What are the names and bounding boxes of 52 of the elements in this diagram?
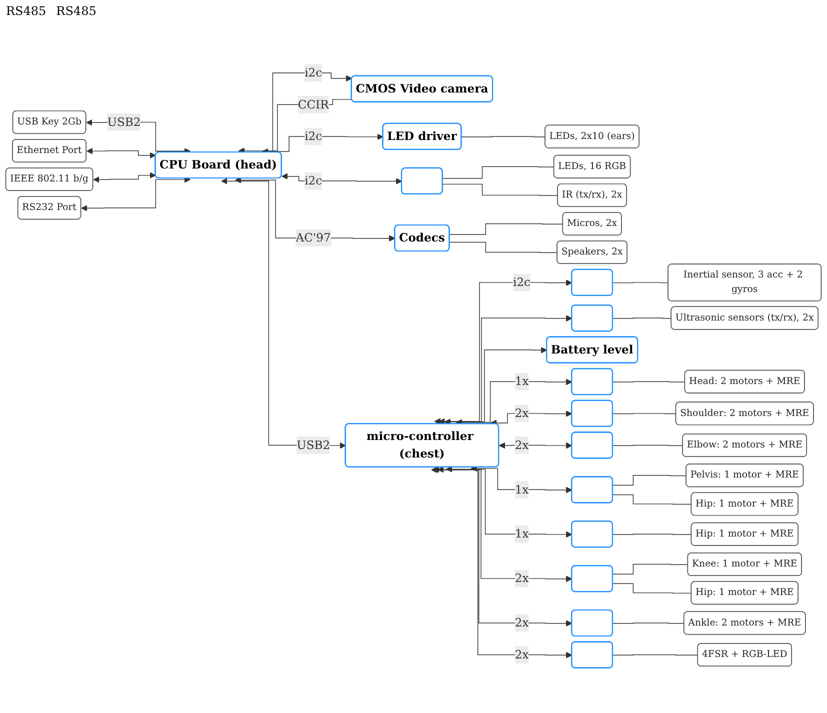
connector [449,223,564,235]
edge-label: USB2 [107,114,141,129]
connector [442,184,558,196]
edge-label: i2c [304,174,322,188]
edge-label: 2x [514,571,529,586]
connector [612,622,685,624]
connector [612,534,692,535]
arrow [444,346,548,426]
connector [612,381,686,382]
arrow [282,173,402,184]
connector [612,654,698,656]
connector [612,583,692,594]
arrow [221,178,346,449]
arrow [431,466,572,658]
arrow [490,410,572,426]
arrow [93,172,156,183]
arrow [81,176,191,212]
bus-label: RS485 [56,4,96,18]
connector [612,494,692,505]
edge-label: 2x [514,648,529,662]
edge-label: CCIR [298,97,329,112]
connector [612,413,676,414]
connector [442,166,555,179]
edge-label: 1x [514,526,529,541]
connector [612,564,688,575]
edge-label: USB2 [296,438,330,452]
edge-label: 2x [514,438,529,452]
connector [612,444,684,446]
edge-label: 1x [514,482,529,496]
arrow [456,378,572,426]
arrow [498,442,572,449]
arrow [262,134,384,155]
connector [612,475,687,486]
connector [612,318,672,319]
edge-label: i2c [513,275,531,289]
edge-label: 2x [514,616,529,630]
edge-label: i2c [304,129,322,143]
arrow [434,280,572,425]
connector [461,136,546,138]
bus-label: RS485 [6,4,46,18]
arrow [470,465,572,494]
arrow [238,99,352,154]
connector [449,242,558,253]
arrow [86,148,156,159]
edge-label: AC'97 [296,230,331,245]
arrow [437,466,572,582]
edge-label: 2x [514,406,529,420]
connector [612,282,669,284]
arrow [438,315,572,425]
edge-label: 1x [514,374,529,388]
arrow [446,466,572,538]
edge-label: i2c [304,66,322,80]
